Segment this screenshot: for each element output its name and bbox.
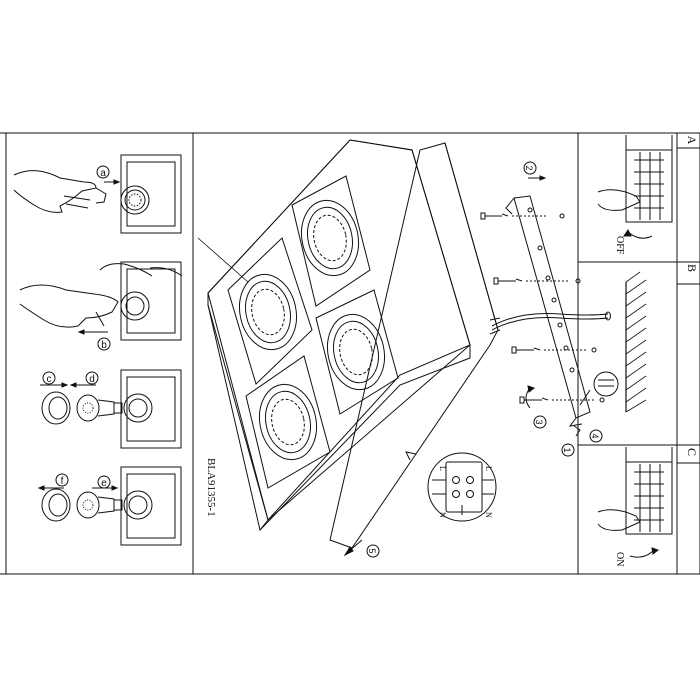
mounting-bracket — [480, 195, 619, 437]
breaker-a — [625, 135, 673, 223]
step-f-label: f — [61, 476, 64, 487]
step-ef-illustration: f e — [37, 466, 182, 546]
step-b-illustration: b — [19, 261, 183, 351]
step-numbers: 2 3 4 1 — [523, 161, 603, 457]
spotlight-4 — [326, 313, 386, 391]
breaker-c — [625, 447, 673, 535]
spotlight-3 — [258, 383, 318, 461]
step-2-number: 2 — [524, 165, 534, 170]
terminal-block-detail: N L N L — [405, 451, 497, 522]
step-e-label: e — [101, 478, 107, 489]
step-3-number: 3 — [534, 419, 544, 424]
wire-n-right: N — [484, 512, 493, 518]
panel-a-letter: A — [685, 136, 699, 145]
lamp-steps-column: a b — [13, 154, 183, 546]
step-5-number: 5 — [367, 548, 377, 553]
panel-b-wall: B — [625, 261, 700, 446]
panel-a-switch-off: A OFF — [577, 132, 700, 263]
window-frame-3 — [245, 355, 331, 489]
wire-l-left: L — [438, 466, 447, 471]
panel-b-letter: B — [685, 264, 699, 272]
window-frame-4 — [315, 289, 399, 415]
fixture-illustration: BLA91355-1 5 — [197, 139, 499, 558]
panel-c-caption: ON — [614, 552, 625, 566]
step-cd-illustration: c d — [40, 369, 182, 449]
fixture-top-face — [207, 139, 471, 522]
window-frame-2 — [291, 175, 371, 307]
spotlight-1 — [238, 273, 298, 351]
wire-n-left: N — [438, 512, 447, 518]
screw-3 — [511, 346, 597, 354]
screw-1 — [480, 212, 565, 220]
panel-c-letter: C — [685, 448, 699, 456]
step-d-label: d — [89, 374, 95, 385]
ceiling-plate — [329, 142, 499, 549]
model-code: BLA91355-1 — [205, 458, 217, 517]
window-frame-1 — [227, 237, 313, 385]
step-a-illustration: a — [13, 154, 182, 234]
step-c-label: c — [47, 374, 52, 385]
panel-c-switch-on: C ON — [577, 444, 700, 575]
step-4-number: 4 — [590, 433, 600, 438]
screw-2 — [493, 277, 581, 285]
wire-l-right: L — [484, 466, 493, 471]
spotlight-2 — [300, 199, 360, 277]
panel-a-caption: OFF — [614, 236, 625, 255]
step-b-label: b — [101, 340, 107, 351]
step-1-number: 1 — [562, 447, 572, 452]
screw-4 — [519, 396, 605, 404]
step-a-label: a — [100, 168, 106, 179]
wall-hatching — [625, 271, 647, 413]
